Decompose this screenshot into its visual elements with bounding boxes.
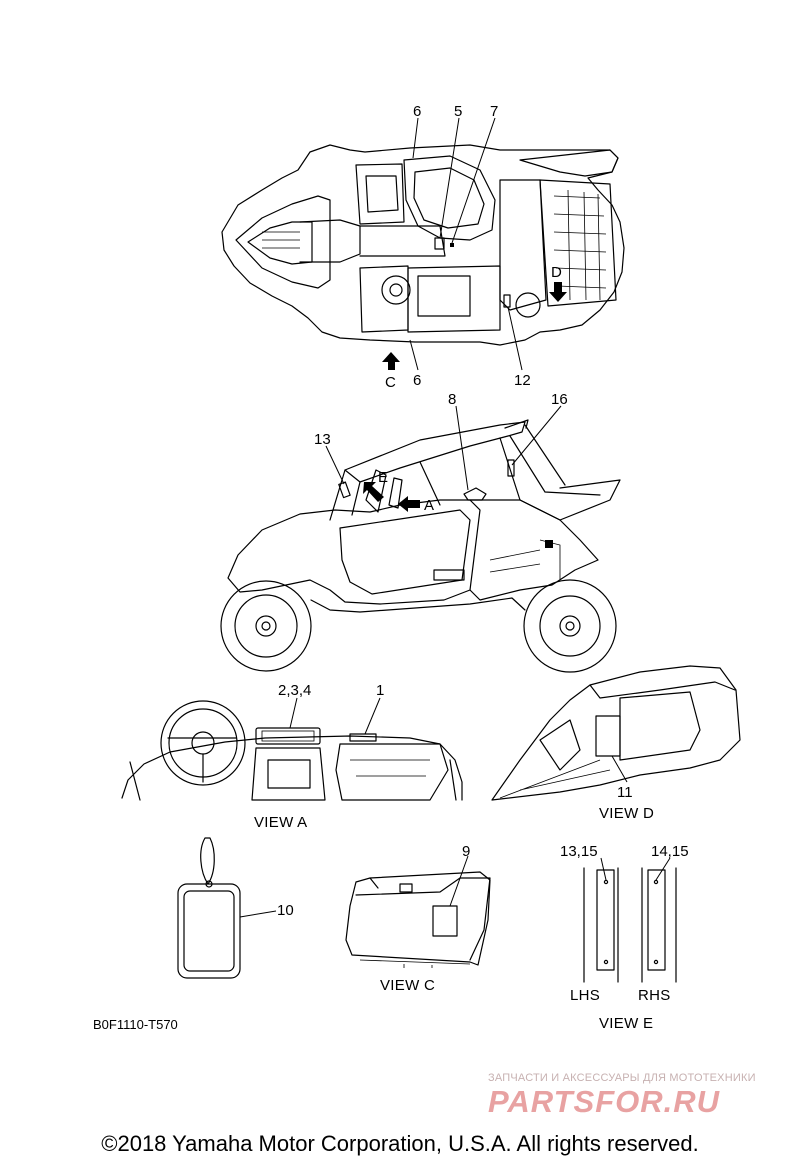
view-c-panel (345, 855, 491, 968)
callout-10: 10 (277, 902, 294, 919)
view-d-callouts: 11 VIEW D (599, 755, 654, 822)
view-e-pillars (583, 857, 677, 983)
arrow-up-icon (382, 352, 400, 370)
view-e-label: VIEW E (599, 1015, 653, 1032)
callout-9: 9 (462, 843, 470, 860)
view-c-marker: C (385, 374, 396, 391)
view-c-label: VIEW C (380, 977, 435, 994)
watermark-tagline: ЗАПЧАСТИ И АКСЕССУАРЫ ДЛЯ МОТОТЕХНИКИ (488, 1072, 756, 1084)
view-d-label: VIEW D (599, 805, 654, 822)
top-view-vehicle (221, 144, 625, 346)
callout-5: 5 (454, 103, 462, 120)
tag-label (177, 837, 277, 979)
view-a-label: VIEW A (254, 814, 307, 831)
view-e-rhs-label: RHS (638, 987, 671, 1004)
callout-14-15: 14,15 (651, 843, 689, 860)
arrow-left-icon (398, 496, 420, 512)
callout-2-3-4: 2,3,4 (278, 682, 311, 699)
callout-16: 16 (551, 391, 568, 408)
top-view-callouts: 6 5 7 D C 6 12 (382, 103, 567, 391)
view-e-marker: E (378, 469, 388, 486)
callout-11: 11 (617, 784, 633, 801)
view-a-dashboard (121, 700, 463, 801)
callout-13-15: 13,15 (560, 843, 598, 860)
callout-6-bottom: 6 (413, 372, 421, 389)
callout-8: 8 (448, 391, 456, 408)
side-view-vehicle (220, 419, 621, 673)
view-d-marker: D (551, 264, 562, 281)
arrow-upleft-icon (363, 482, 384, 502)
view-d-fender (491, 665, 741, 801)
callout-1: 1 (376, 682, 384, 699)
callout-12: 12 (514, 372, 531, 389)
diagram-code: B0F1110-T570 (93, 1017, 178, 1032)
view-a-marker: A (424, 497, 434, 514)
view-a-callouts: 2,3,4 1 VIEW A (254, 682, 384, 831)
copyright-notice: ©2018 Yamaha Motor Corporation, U.S.A. A… (101, 1131, 699, 1156)
view-e-lhs-label: LHS (570, 987, 600, 1004)
side-view-callouts: 8 16 13 E A (314, 391, 568, 514)
arrow-down-icon (549, 282, 567, 302)
watermark-logo: PARTSFOR.RU (488, 1084, 721, 1119)
callout-7: 7 (490, 103, 498, 120)
callout-13-side: 13 (314, 431, 331, 448)
callout-6-top: 6 (413, 103, 421, 120)
